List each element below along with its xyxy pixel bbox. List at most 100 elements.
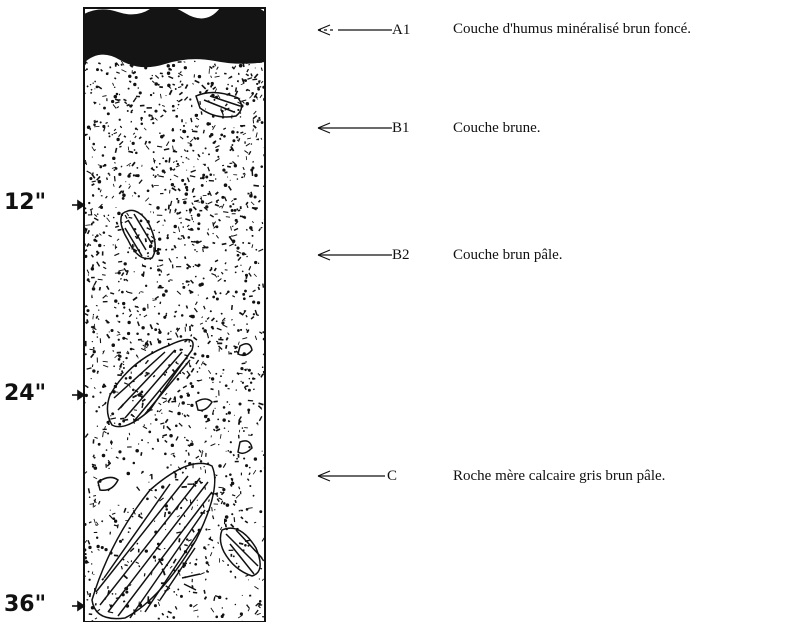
soil-speckle bbox=[253, 313, 255, 315]
soil-speckle bbox=[147, 442, 148, 443]
soil-speckle bbox=[89, 177, 92, 180]
soil-speckle bbox=[169, 158, 170, 163]
soil-speckle bbox=[209, 377, 211, 379]
soil-speckle bbox=[165, 508, 168, 511]
pointer-b2 bbox=[318, 250, 392, 260]
soil-speckle bbox=[238, 73, 239, 74]
soil-speckle bbox=[180, 129, 182, 131]
soil-speckle bbox=[216, 200, 219, 201]
soil-speckle bbox=[87, 86, 88, 87]
horizon-code-b1: B1 bbox=[392, 121, 410, 136]
soil-speckle bbox=[202, 152, 204, 154]
soil-speckle bbox=[257, 98, 258, 99]
soil-speckle bbox=[162, 157, 164, 159]
soil-speckle bbox=[133, 462, 136, 465]
soil-speckle bbox=[184, 244, 186, 246]
soil-speckle bbox=[231, 85, 233, 87]
soil-speckle bbox=[242, 363, 246, 364]
soil-speckle bbox=[213, 99, 215, 101]
soil-speckle bbox=[189, 365, 191, 367]
soil-speckle bbox=[88, 202, 90, 204]
soil-speckle bbox=[129, 247, 131, 249]
soil-speckle bbox=[139, 314, 141, 316]
soil-speckle bbox=[246, 256, 248, 258]
soil-speckle bbox=[201, 200, 204, 203]
soil-column bbox=[83, 0, 267, 622]
soil-speckle bbox=[135, 236, 136, 237]
soil-speckle bbox=[235, 291, 238, 294]
soil-speckle bbox=[232, 305, 233, 310]
soil-speckle bbox=[198, 222, 201, 225]
soil-speckle bbox=[172, 64, 175, 67]
soil-speckle bbox=[240, 329, 242, 331]
soil-speckle bbox=[120, 126, 122, 128]
soil-speckle bbox=[182, 162, 183, 163]
soil-speckle bbox=[99, 104, 100, 105]
soil-speckle bbox=[114, 95, 118, 99]
soil-speckle bbox=[203, 249, 204, 252]
soil-speckle bbox=[197, 228, 200, 231]
soil-speckle bbox=[117, 524, 118, 528]
soil-speckle bbox=[132, 195, 133, 196]
soil-speckle bbox=[209, 173, 212, 176]
soil-speckle bbox=[177, 412, 181, 416]
soil-speckle bbox=[154, 110, 157, 113]
soil-speckle bbox=[147, 255, 149, 257]
soil-speckle bbox=[238, 402, 241, 405]
soil-speckle bbox=[187, 539, 188, 540]
soil-speckle bbox=[252, 300, 255, 303]
soil-speckle bbox=[212, 413, 214, 415]
soil-speckle bbox=[232, 139, 235, 142]
soil-speckle bbox=[236, 563, 238, 565]
soil-speckle bbox=[123, 367, 125, 369]
soil-speckle bbox=[216, 475, 217, 476]
soil-speckle bbox=[212, 382, 213, 383]
soil-speckle bbox=[236, 136, 238, 138]
soil-speckle bbox=[227, 176, 228, 177]
soil-speckle bbox=[188, 453, 189, 456]
soil-speckle bbox=[96, 234, 99, 237]
soil-speckle bbox=[105, 402, 106, 404]
soil-speckle bbox=[159, 104, 161, 106]
soil-speckle bbox=[91, 378, 92, 379]
soil-speckle bbox=[237, 178, 239, 180]
soil-speckle bbox=[216, 341, 218, 342]
soil-speckle bbox=[119, 119, 121, 121]
soil-speckle bbox=[177, 108, 178, 109]
soil-speckle bbox=[194, 241, 195, 242]
soil-speckle bbox=[127, 472, 131, 476]
soil-speckle bbox=[242, 242, 244, 244]
soil-speckle bbox=[85, 225, 90, 226]
soil-speckle bbox=[177, 100, 178, 101]
soil-speckle bbox=[206, 181, 207, 182]
soil-speckle bbox=[205, 320, 207, 322]
soil-speckle bbox=[175, 115, 178, 118]
soil-speckle bbox=[226, 451, 227, 452]
soil-speckle bbox=[93, 347, 95, 349]
soil-speckle bbox=[221, 321, 224, 324]
soil-speckle bbox=[249, 485, 251, 487]
soil-speckle bbox=[120, 373, 122, 375]
soil-speckle bbox=[188, 281, 190, 283]
soil-speckle bbox=[232, 226, 233, 227]
soil-speckle bbox=[138, 195, 140, 197]
soil-speckle bbox=[157, 410, 159, 412]
soil-speckle bbox=[257, 301, 260, 304]
soil-speckle bbox=[252, 235, 254, 237]
soil-speckle bbox=[260, 568, 262, 569]
soil-speckle bbox=[119, 540, 122, 543]
soil-speckle bbox=[232, 144, 233, 145]
soil-speckle bbox=[222, 418, 225, 421]
soil-speckle bbox=[193, 166, 194, 167]
soil-speckle bbox=[189, 591, 190, 592]
soil-speckle bbox=[158, 232, 160, 234]
soil-speckle bbox=[148, 431, 151, 434]
soil-speckle bbox=[119, 94, 120, 95]
soil-speckle bbox=[85, 212, 87, 214]
horizon-pointers bbox=[318, 25, 392, 481]
soil-speckle bbox=[244, 290, 247, 293]
soil-speckle bbox=[154, 82, 158, 86]
soil-speckle bbox=[102, 454, 106, 458]
soil-speckle bbox=[191, 325, 193, 326]
soil-speckle bbox=[104, 245, 105, 246]
